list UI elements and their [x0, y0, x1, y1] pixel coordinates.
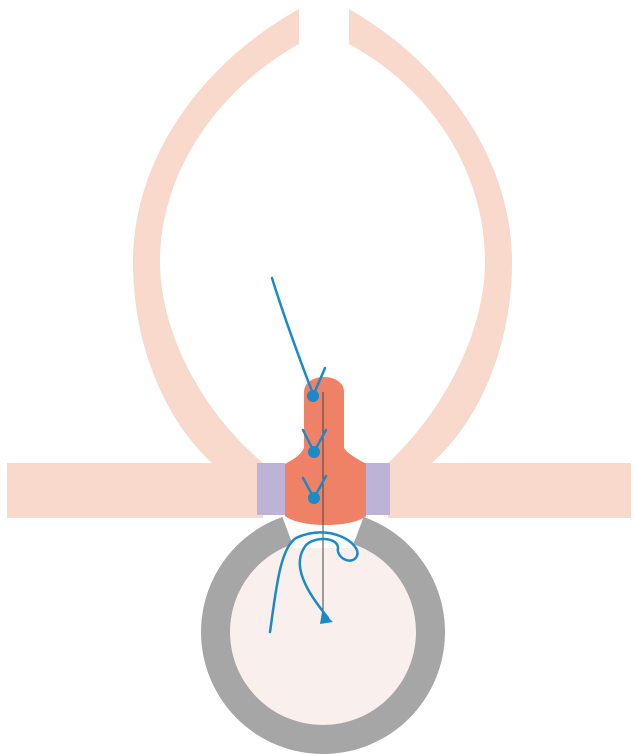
pad-left — [257, 463, 285, 515]
pad-right — [362, 463, 390, 515]
suture-thread-upper — [272, 278, 313, 394]
tissue-plug — [285, 377, 366, 525]
tissue-band-right — [388, 463, 631, 518]
tissue-loop-left-arm — [133, 9, 299, 463]
tissue-loop-right-arm — [349, 9, 512, 463]
tissue-band-left — [7, 463, 263, 518]
